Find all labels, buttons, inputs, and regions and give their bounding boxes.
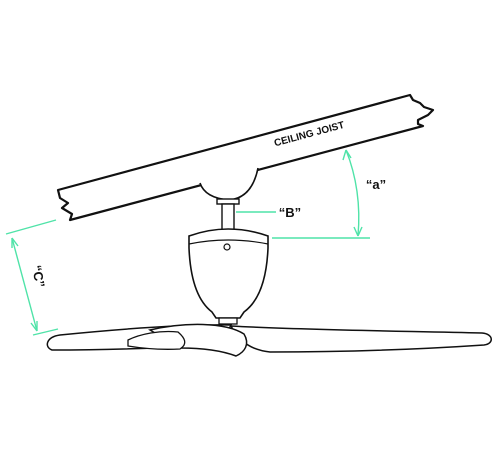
motor-screw: [223, 243, 231, 251]
blade-right: [229, 325, 492, 353]
clearance-arrow-top: [11, 237, 19, 248]
downrod-pipe: [221, 203, 235, 233]
clearance-ext-top: [5, 219, 57, 235]
angle-arrow-bottom: [353, 226, 363, 237]
angle-arc: [345, 149, 360, 237]
motor-base-ring: [218, 317, 238, 325]
blade-back: [127, 330, 186, 350]
clearance-dimension-line: [11, 237, 38, 332]
angle-label: “a”: [366, 177, 386, 192]
downrod-label: “B”: [279, 205, 301, 220]
ceiling-joist: CEILING JOIST: [56, 93, 435, 222]
motor-rim-line: [188, 239, 269, 245]
clearance-dimension-c: “C”: [5, 219, 59, 336]
motor-housing: [188, 228, 269, 325]
fan-blades: [46, 323, 492, 357]
downrod-collar: [216, 198, 240, 205]
angle-arrow-top: [342, 149, 352, 161]
angle-dimension-a: “a”: [272, 149, 386, 239]
joist-beam-outline: [56, 93, 435, 222]
clearance-label: “C”: [29, 264, 48, 289]
clearance-arrow-bottom: [30, 321, 38, 332]
downrod: [216, 198, 240, 233]
motor-body: [188, 228, 269, 319]
downrod-dimension-b: “B”: [236, 205, 301, 220]
clearance-ext-bottom: [32, 328, 59, 336]
